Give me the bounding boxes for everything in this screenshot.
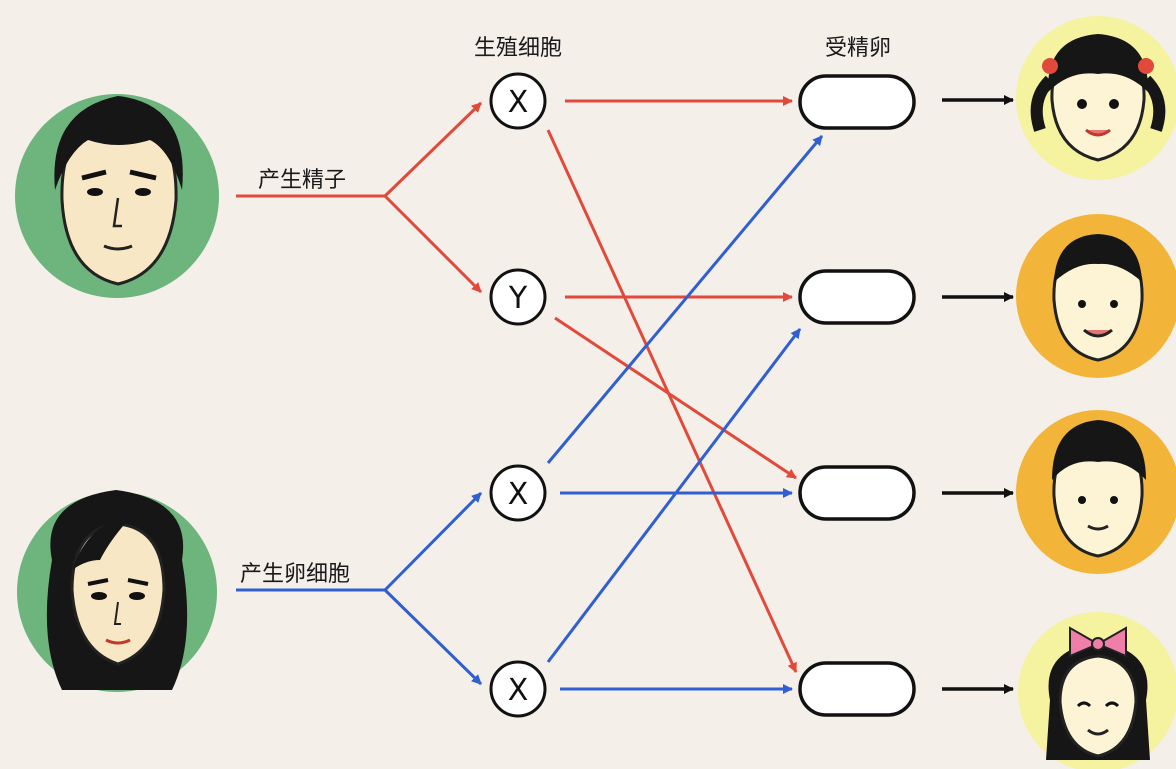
germ-cells-header: 生殖细胞 — [473, 36, 563, 61]
svg-text:X: X — [508, 673, 529, 708]
egg-cell-x-2: X — [489, 660, 547, 718]
zygote-header: 受精卵 — [824, 36, 892, 61]
father-produce-sperm-label: 产生精子 — [258, 168, 347, 193]
arrow-egg-2-zygote-2 — [546, 328, 802, 663]
zygote-1[interactable] — [798, 74, 916, 130]
svg-text:X: X — [508, 85, 529, 120]
mother-produce-egg-label: 产生卵细胞 — [240, 562, 351, 587]
arrow-sperm-x-zygote-4 — [546, 129, 798, 673]
child-girl-1-portrait — [1016, 16, 1176, 180]
mother-branch-x1 — [383, 491, 483, 592]
arrow-sperm-y-zygote-3 — [554, 316, 797, 480]
zygote-4[interactable] — [798, 661, 916, 717]
father-portrait — [15, 94, 219, 298]
zygote-2[interactable] — [798, 269, 916, 325]
child-boy-2-portrait — [1016, 410, 1176, 574]
child-boy-1-portrait — [1016, 214, 1176, 378]
zygote-3[interactable] — [798, 465, 916, 521]
svg-text:Y: Y — [508, 281, 528, 316]
svg-text:X: X — [508, 477, 529, 512]
mother-portrait — [17, 490, 217, 692]
child-girl-2-portrait — [1018, 612, 1176, 769]
arrow-egg-1-zygote-1 — [546, 135, 824, 464]
father-branch-y — [383, 194, 483, 294]
mother-branch-x2 — [383, 588, 483, 686]
sperm-cell-y: Y — [489, 268, 547, 326]
father-branch-x — [383, 101, 483, 198]
sperm-cell-x: X — [489, 72, 547, 130]
egg-cell-x-1: X — [489, 464, 547, 522]
